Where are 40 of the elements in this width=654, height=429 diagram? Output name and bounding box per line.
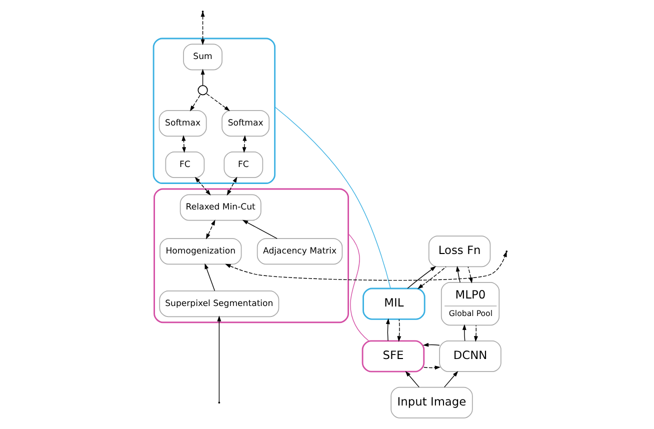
arrow — [189, 94, 200, 112]
arrow — [404, 371, 419, 388]
arrow — [423, 366, 440, 370]
connector — [274, 106, 390, 289]
arrow — [444, 371, 458, 388]
arrow — [422, 342, 440, 347]
arrow — [226, 176, 237, 196]
arrow — [194, 176, 210, 196]
node-box: FC — [164, 151, 204, 178]
arrow — [385, 318, 390, 342]
node-circle — [197, 85, 208, 96]
arrow — [206, 93, 230, 112]
node-box: MIL — [362, 288, 425, 320]
node-box: Loss Fn — [428, 236, 490, 268]
node-box: Homogenization — [159, 238, 242, 265]
arrow — [242, 220, 277, 239]
arrow — [216, 316, 221, 402]
node-box: Sum — [182, 44, 222, 70]
arrow — [474, 324, 478, 342]
node-box: Adjacency Matrix — [256, 238, 342, 265]
node-box: Softmax — [221, 110, 270, 137]
node-box: FC — [223, 151, 263, 178]
node-box: DCNN — [438, 340, 501, 372]
arrow — [416, 266, 446, 289]
arrow — [200, 68, 204, 86]
node-box: Input Image — [390, 386, 472, 418]
arrow — [181, 135, 186, 153]
arrow — [242, 135, 246, 153]
node-box: Superpixel Segmentation — [158, 290, 279, 318]
node-box: Softmax — [158, 110, 206, 137]
node-box: SFE — [361, 340, 424, 372]
arrow — [406, 266, 436, 289]
connector — [347, 234, 369, 342]
arrow — [467, 266, 472, 284]
node-box: Relaxed Min-Cut — [179, 194, 261, 221]
arrow — [462, 324, 466, 342]
arrow — [205, 220, 215, 240]
arrow — [204, 263, 215, 292]
arrow — [396, 319, 401, 342]
arrow — [455, 266, 460, 283]
